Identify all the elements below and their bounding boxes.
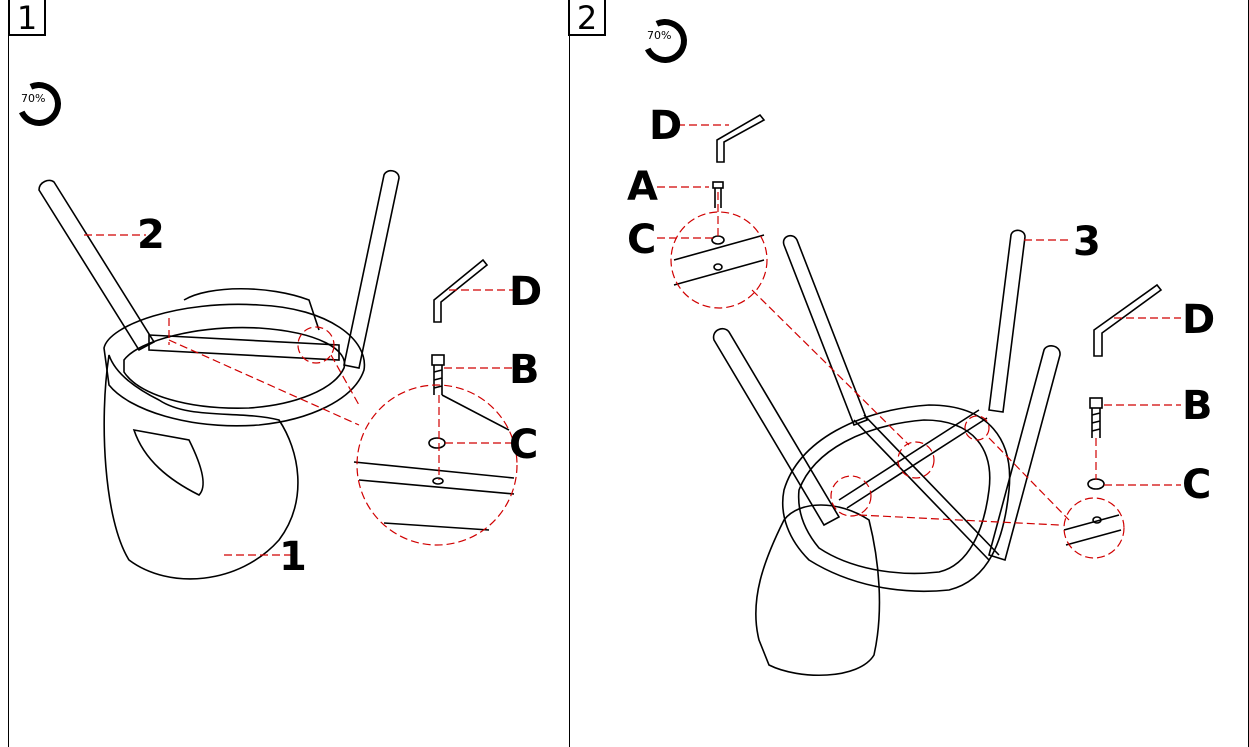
seat-shell	[755, 504, 881, 677]
leg-back-right	[988, 229, 1026, 413]
leg-front-left	[712, 328, 841, 527]
callout-circle	[897, 441, 935, 479]
cross-frame	[838, 409, 988, 509]
step-1-panel: 1 70%	[8, 0, 570, 747]
detail-rail	[673, 234, 765, 286]
label-hex-key: D	[509, 269, 543, 315]
label-bolt-a: A	[627, 164, 658, 210]
callout-circle	[830, 475, 872, 517]
label-seat: 1	[279, 534, 307, 580]
detail-rail	[1063, 514, 1122, 546]
washer	[428, 437, 446, 449]
seat-underside	[103, 303, 366, 427]
label-washer: C	[509, 422, 539, 468]
seat-inner-cut	[132, 428, 204, 496]
label-leg: 3	[1073, 219, 1101, 265]
bolt-b-shank	[1091, 408, 1101, 438]
step-number: 1	[8, 0, 46, 36]
detail-hole	[713, 263, 723, 271]
label-hex-key-top: D	[649, 103, 683, 149]
seat-shell	[103, 354, 299, 580]
seat-underside-inner	[123, 326, 346, 409]
cross-frame	[853, 414, 1000, 561]
seat-underside-inner	[797, 419, 991, 575]
bolt-a-shank	[714, 188, 722, 208]
bolt-b-head	[1089, 397, 1103, 409]
label-hex-key-right: D	[1182, 297, 1216, 343]
detail-circle-right	[1063, 497, 1125, 559]
leg-right	[343, 169, 400, 369]
detail-circle-top	[670, 211, 768, 309]
callout-line	[858, 514, 1060, 526]
bolt-shank	[433, 365, 443, 395]
detail-hole	[1092, 516, 1102, 524]
callout-circle	[297, 326, 335, 364]
detail-lower-rail	[383, 522, 490, 531]
mount-plate	[148, 334, 340, 361]
callout-line	[330, 354, 360, 406]
callout-line	[751, 289, 910, 446]
label-leg: 2	[137, 212, 165, 258]
detail-circle	[356, 384, 518, 546]
step-2-panel: 2 70%	[568, 0, 1249, 747]
step-2-illustration	[657, 113, 1181, 677]
step-number: 2	[568, 0, 606, 36]
callout-circle	[964, 415, 990, 441]
mount-plate-top	[183, 287, 320, 331]
bolt-a-head	[712, 181, 724, 189]
washer-right	[1087, 478, 1105, 490]
detail-hole	[432, 477, 444, 485]
torque-percent-icon: 70%	[10, 75, 68, 133]
washer-top	[711, 235, 725, 245]
callout-line	[988, 437, 1070, 521]
bolt-head	[431, 354, 445, 366]
callout-line	[168, 339, 360, 426]
label-bolt: B	[509, 347, 540, 393]
hex-key	[433, 258, 489, 323]
leg-back-left	[782, 234, 869, 427]
label-washer-right: C	[1182, 462, 1212, 508]
seat-underside	[782, 404, 1011, 593]
torque-percent-label: 70%	[647, 29, 672, 42]
step-1-illustration	[38, 169, 518, 580]
torque-percent-label: 70%	[21, 92, 46, 105]
hex-key-top	[716, 113, 766, 163]
torque-percent-icon: 70%	[636, 12, 694, 70]
detail-rail	[353, 461, 515, 495]
label-bolt-b: B	[1182, 383, 1213, 429]
leg-front-right	[988, 345, 1061, 562]
label-washer-top: C	[627, 217, 657, 263]
leg-left	[38, 179, 156, 352]
hex-key-right	[1093, 283, 1163, 357]
